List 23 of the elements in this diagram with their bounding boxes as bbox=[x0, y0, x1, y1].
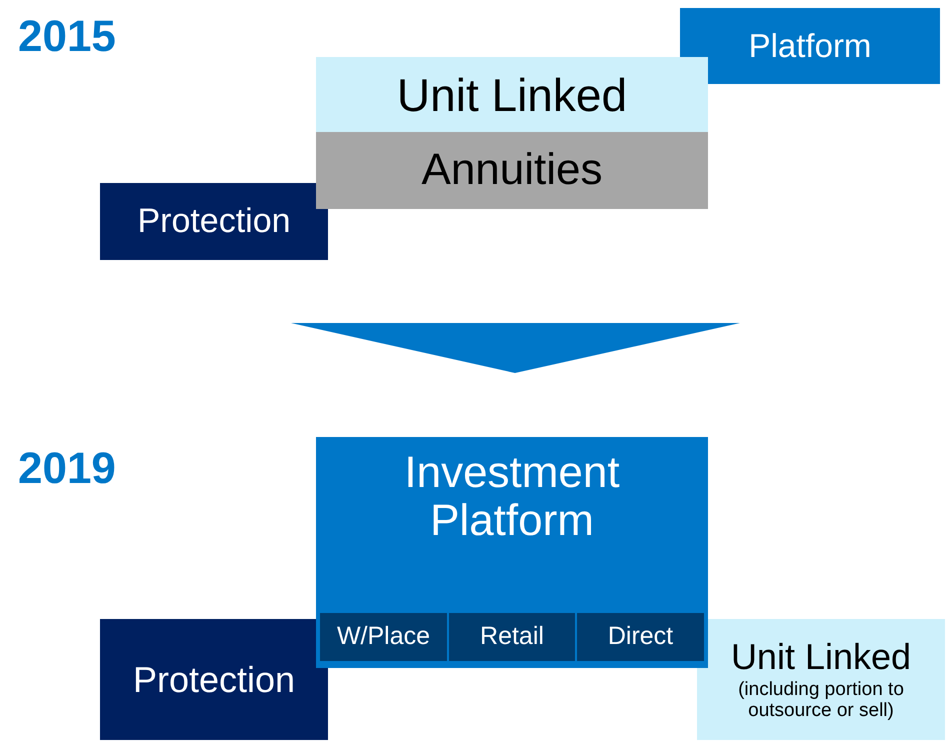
node-title: Retail bbox=[480, 623, 544, 651]
product-box bbox=[680, 8, 940, 84]
year-label: 2019 bbox=[18, 444, 116, 494]
year-label: 2015 bbox=[18, 12, 116, 62]
node-title: Protection bbox=[132, 660, 296, 700]
product-box bbox=[697, 619, 945, 740]
segment-box bbox=[319, 612, 448, 662]
node-title: Direct bbox=[608, 623, 674, 651]
platform-box bbox=[316, 437, 708, 668]
segment-box bbox=[576, 612, 705, 662]
node-title: Unit Linked bbox=[730, 636, 912, 676]
node-title: Platform bbox=[748, 28, 872, 64]
product-box bbox=[316, 57, 708, 133]
node-title: W/Place bbox=[336, 623, 430, 651]
product-box bbox=[100, 183, 328, 260]
node-title: Unit Linked bbox=[396, 70, 628, 120]
node-title: Investment Platform bbox=[403, 449, 621, 546]
product-box bbox=[316, 132, 708, 209]
node-title: Protection bbox=[137, 202, 291, 240]
segment-box bbox=[448, 612, 576, 662]
node-note: (including portion to outsource or sell) bbox=[737, 680, 905, 722]
product-box bbox=[100, 619, 328, 740]
node-title: Annuities bbox=[421, 146, 602, 195]
